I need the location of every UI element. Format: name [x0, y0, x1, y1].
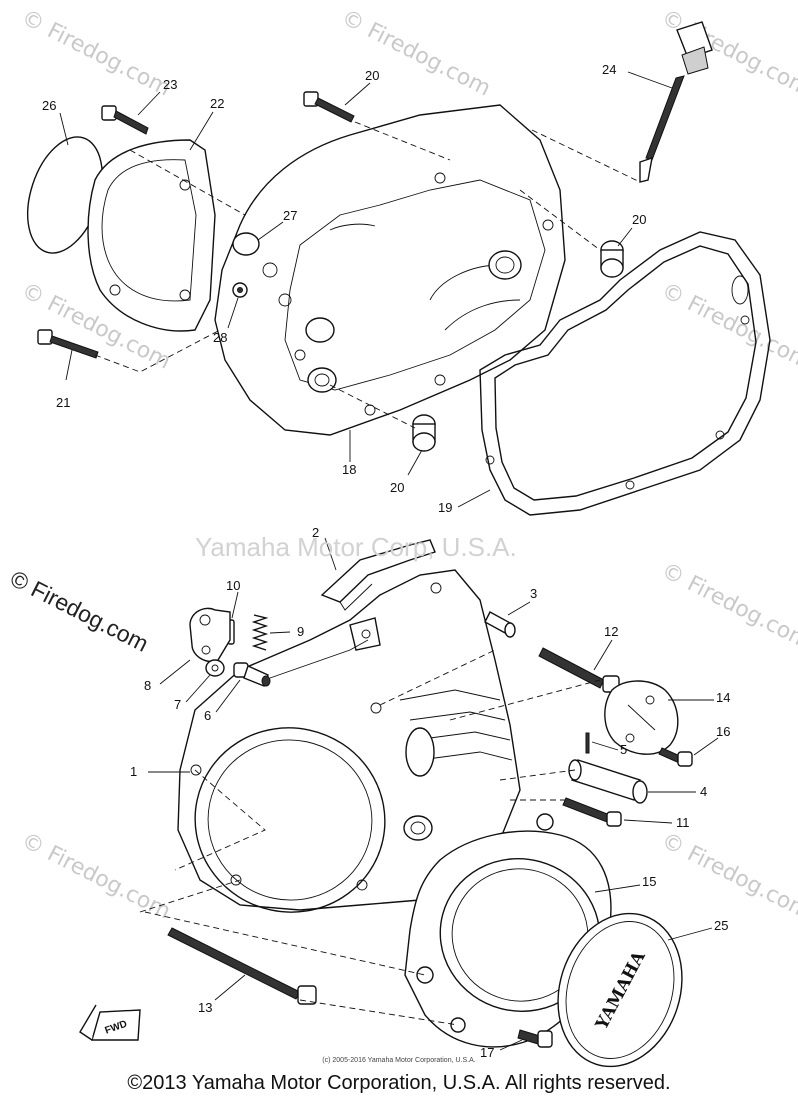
callout-1: 1 — [130, 764, 137, 779]
callout-25: 24 — [602, 62, 616, 77]
watermark-tile: © Firedog.com — [17, 828, 174, 925]
part-fitting — [233, 662, 271, 687]
part-screw — [658, 747, 693, 767]
callout-27: 26 — [42, 98, 56, 113]
part-bolt — [167, 927, 317, 1005]
part-screw — [517, 1029, 553, 1048]
callout-layer: 26 23 22 20 24 27 20 28 21 18 20 19 2 3 … — [42, 62, 730, 1060]
part-spring — [251, 614, 269, 651]
part-screw — [562, 797, 622, 827]
part-gasket — [479, 231, 771, 516]
watermark-tile: © Firedog.com — [337, 5, 494, 102]
part-pin — [484, 611, 516, 638]
callout-20a: 20 — [632, 212, 646, 227]
part-cable-guide — [320, 539, 436, 603]
callout-5: 5 — [620, 742, 627, 757]
callout-7: 7 — [174, 697, 181, 712]
callout-9: 9 — [297, 624, 304, 639]
part-lever — [189, 607, 231, 662]
part-bolt — [303, 91, 355, 123]
callout-28: 27 — [283, 208, 297, 223]
callout-8: 8 — [144, 678, 151, 693]
callout-14: 14 — [716, 690, 730, 705]
callout-13: 13 — [198, 1000, 212, 1015]
watermark-tile: © Firedog.com — [17, 5, 174, 102]
callout-4: 4 — [700, 784, 707, 799]
part-crankcase-cover — [214, 104, 566, 436]
watermark-tile: © Firedog.com — [657, 278, 798, 375]
part-small-cover — [87, 139, 216, 332]
callout-24: 23 — [163, 77, 177, 92]
fwd-arrow-icon — [79, 1004, 141, 1041]
callout-6: 6 — [204, 708, 211, 723]
callout-21: 20 — [365, 68, 379, 83]
part-washer — [205, 659, 225, 677]
part-shaft — [568, 759, 648, 804]
callout-12: 12 — [604, 624, 618, 639]
watermark-tile: © Firedog.com — [657, 558, 798, 655]
part-emblem — [557, 912, 683, 1068]
part-bolt — [37, 329, 99, 359]
callout-20b: 20 — [390, 480, 404, 495]
part-dowel-pin — [412, 414, 436, 452]
copyright-footer: ©2013 Yamaha Motor Corporation, U.S.A. A… — [127, 1072, 671, 1094]
callout-29: 28 — [213, 330, 227, 345]
part-crankcase-cover — [177, 569, 521, 911]
callout-23: 22 — [210, 96, 224, 111]
small-copyright-note: (c) 2005-2016 Yamaha Motor Corporation, … — [322, 1057, 476, 1064]
part-cap — [232, 232, 260, 256]
callout-15: 15 — [642, 874, 656, 889]
part-oil-level-plug — [639, 21, 713, 183]
callout-19: 19 — [438, 500, 452, 515]
callout-10: 10 — [226, 578, 240, 593]
part-pin — [585, 732, 590, 754]
watermark-center: Yamaha Motor Corp, U.S.A. — [195, 532, 517, 562]
watermark-tile: © Firedog.com — [657, 828, 798, 925]
callout-16: 16 — [716, 724, 730, 739]
callout-2: 2 — [312, 525, 319, 540]
callout-11: 11 — [676, 815, 690, 830]
callout-22: 21 — [56, 395, 70, 410]
callout-26: 25 — [714, 918, 728, 933]
callout-3: 3 — [530, 586, 537, 601]
part-bolt — [101, 105, 149, 135]
callout-17: 17 — [480, 1045, 494, 1060]
part-dowel-pin — [600, 240, 624, 278]
callout-18: 18 — [342, 462, 356, 477]
